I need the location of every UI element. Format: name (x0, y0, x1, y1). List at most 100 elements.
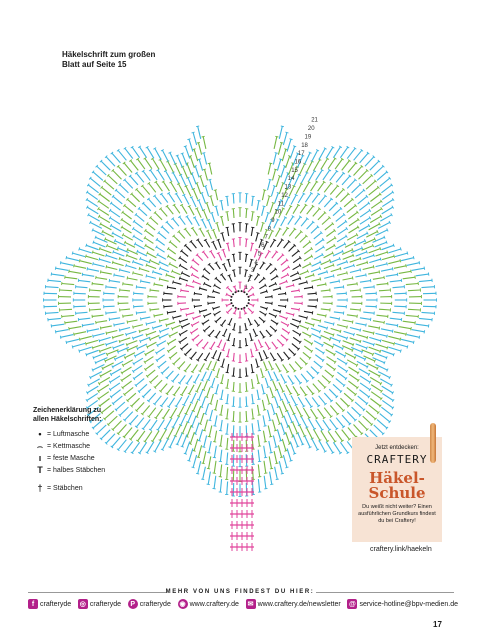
stitch-mark (368, 248, 381, 254)
stitch-crossbar (211, 357, 215, 360)
stitch-mark (210, 341, 216, 350)
email-link[interactable]: @ service-hotline@bpv-medien.de (347, 599, 458, 609)
stitch-crossbar (331, 222, 335, 226)
stitch-crossbar (153, 147, 157, 150)
stitch-mark (358, 170, 368, 180)
stitch-crossbar (374, 417, 377, 421)
stitch-mark (146, 223, 156, 231)
stitch-mark (107, 415, 118, 426)
stitch-crossbar (423, 330, 426, 334)
stitch-mark (149, 334, 160, 341)
stitch-mark (232, 454, 235, 467)
stitch-crossbar (312, 273, 315, 277)
stitch-crossbar (333, 243, 336, 248)
stitch-crossbar (361, 246, 364, 250)
stitch-mark (362, 254, 375, 260)
stitch-crossbar (89, 220, 92, 225)
stitch-crossbar (140, 184, 144, 188)
stitch-crossbar (370, 173, 374, 177)
stitch-crossbar (216, 359, 220, 362)
stitch-crossbar (215, 376, 219, 379)
stitch-crossbar (106, 423, 110, 427)
newsletter-link[interactable]: ✉ www.craftery.de/newsletter (245, 599, 341, 609)
stitch-mark (285, 384, 292, 395)
stitch-crossbar (177, 381, 182, 385)
stitch-crossbar (104, 155, 108, 159)
stitch-mark (271, 341, 278, 349)
stitch-mark (78, 317, 91, 321)
stitch-mark (166, 370, 174, 379)
stitch-crossbar (281, 343, 285, 347)
stitch-crossbar (109, 372, 113, 377)
stitch-crossbar (380, 397, 383, 401)
stitch-crossbar (393, 254, 396, 258)
promo-box[interactable]: Jetzt entdecken: CRAFTERY Häkel- Schule … (352, 437, 442, 542)
stitch-crossbar (99, 222, 102, 226)
stitch-crossbar (113, 357, 117, 361)
stitch-mark (304, 192, 312, 203)
instagram-link[interactable]: ◎ crafteryde (77, 599, 121, 609)
stitch-mark (168, 192, 176, 203)
stitch-crossbar (178, 320, 181, 324)
stitch-mark (159, 261, 169, 267)
stitch-crossbar (130, 192, 133, 196)
stitch-mark (79, 346, 92, 352)
stitch-crossbar (354, 203, 357, 207)
stitch-mark (201, 219, 207, 229)
stitch-crossbar (270, 218, 274, 221)
stitch-crossbar (255, 248, 259, 251)
stitch-mark (381, 339, 395, 345)
stitch-mark (341, 414, 351, 425)
stitch-crossbar (207, 162, 211, 165)
stitch-mark (221, 274, 227, 281)
stitch-crossbar (160, 225, 164, 229)
facebook-link[interactable]: f crafteryde (28, 599, 71, 609)
stitch-mark (188, 384, 195, 395)
stitch-crossbar (310, 349, 314, 353)
stitch-mark (358, 225, 370, 232)
stitch-mark (110, 202, 121, 211)
pinterest-link[interactable]: P crafteryde (127, 599, 171, 609)
stitch-crossbar (254, 334, 258, 337)
stitch-mark (274, 396, 279, 408)
stitch-crossbar (171, 217, 175, 220)
stitch-crossbar (192, 317, 195, 321)
stitch-mark (203, 169, 209, 181)
stitch-mark (298, 424, 306, 437)
stitch-mark (329, 280, 340, 284)
stitch-crossbar (251, 387, 255, 389)
stitch-crossbar (108, 278, 111, 283)
stitch-mark (286, 177, 293, 190)
stitch-mark (342, 340, 354, 346)
stitch-mark (268, 440, 272, 453)
stitch-mark (169, 152, 176, 165)
stitch-crossbar (139, 317, 142, 321)
stitch-crossbar (225, 211, 229, 213)
stitch-mark (167, 345, 177, 352)
stitch-crossbar (339, 390, 343, 394)
stitch-mark (303, 255, 313, 262)
stitch-crossbar (112, 346, 115, 350)
stitch-crossbar (272, 185, 277, 187)
stitch-crossbar (320, 168, 324, 172)
stitch-mark (261, 399, 266, 411)
stitch-mark (199, 412, 205, 425)
website-link[interactable]: ◉ www.craftery.de (177, 599, 239, 609)
stitch-mark (204, 185, 210, 197)
stitch-mark (152, 271, 163, 276)
stitch-mark (144, 356, 154, 363)
stitch-mark (105, 286, 117, 289)
stitch-mark (92, 263, 105, 268)
legend-item: • = Luftmasche (33, 428, 143, 440)
stitch-mark (364, 156, 375, 167)
stitch-mark (388, 260, 401, 265)
stitch-mark (144, 430, 153, 442)
stitch-mark (335, 188, 345, 198)
stitch-mark (201, 192, 206, 204)
stitch-mark (278, 208, 284, 218)
stitch-mark (131, 193, 140, 203)
stitch-mark (262, 241, 268, 250)
promo-link[interactable]: craftery.link/haekeln (370, 546, 432, 553)
stitch-crossbar (306, 269, 309, 273)
stitch-crossbar (50, 272, 53, 276)
